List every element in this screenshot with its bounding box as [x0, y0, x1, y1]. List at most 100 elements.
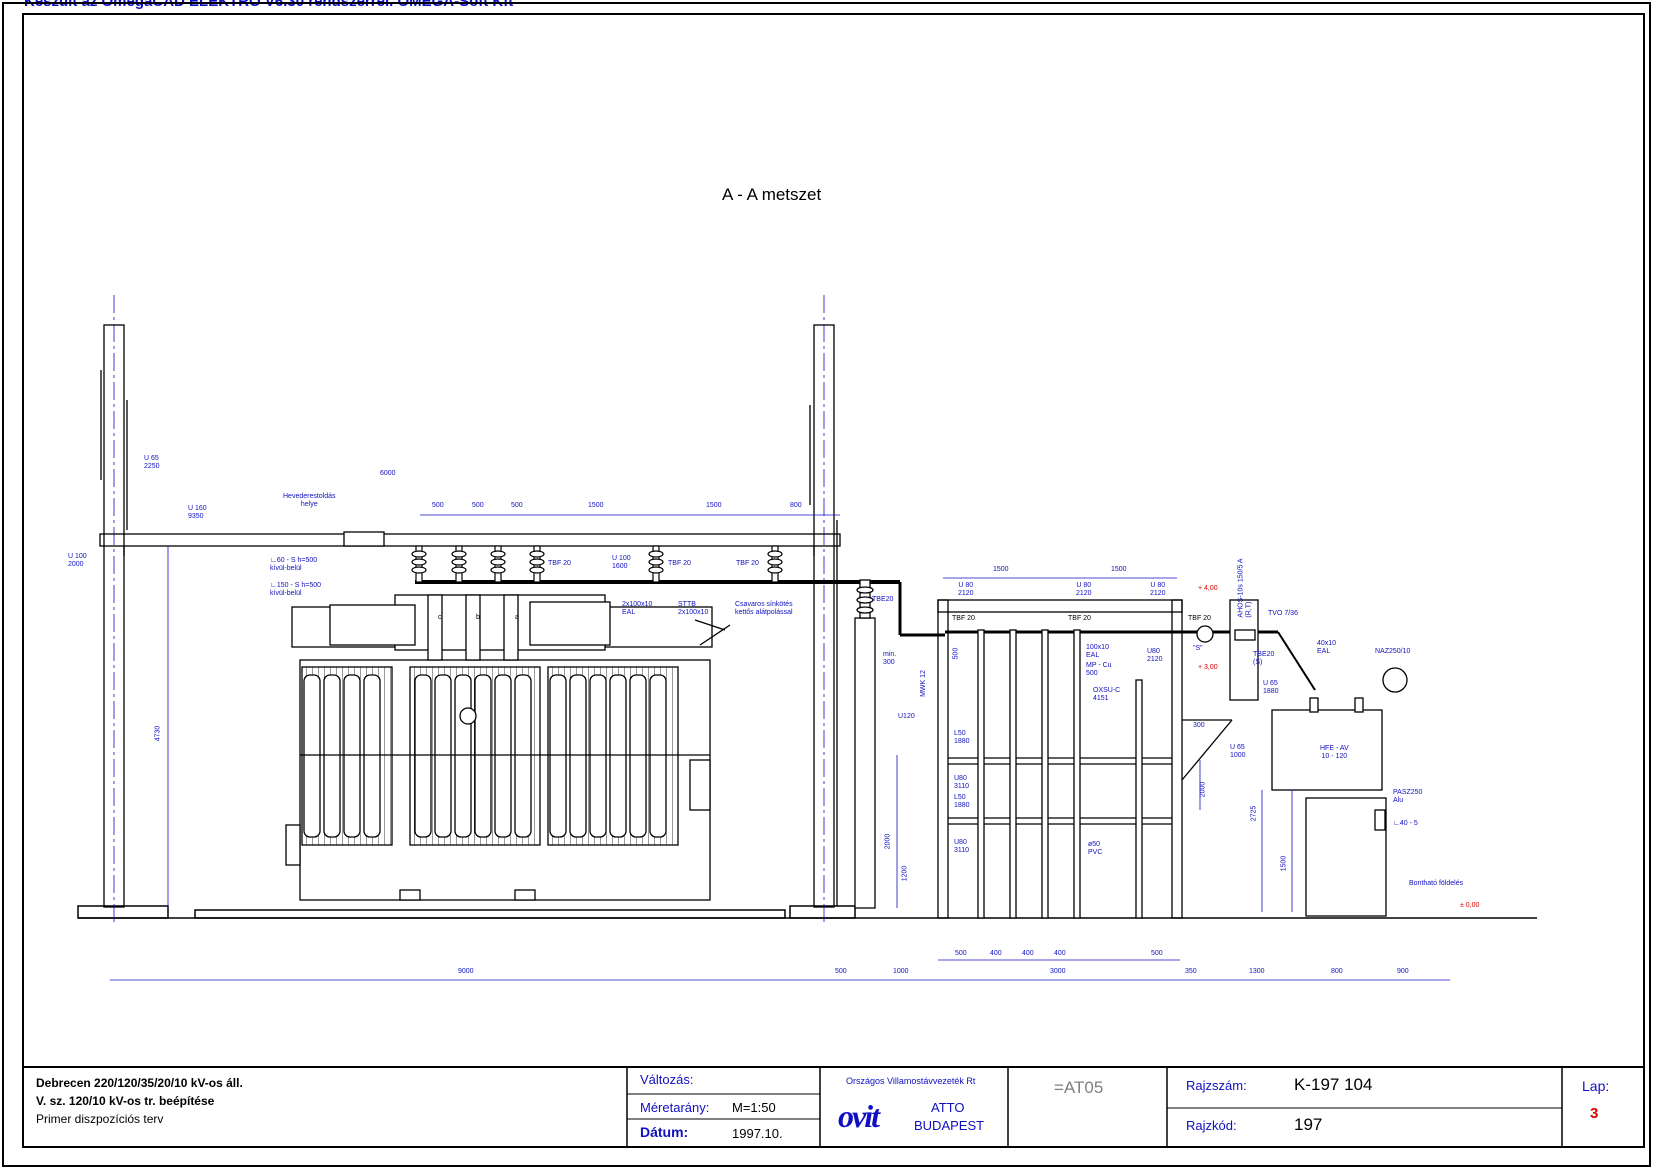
level-plus300: + 3,00 [1198, 664, 1218, 671]
main-transformer [285, 594, 731, 901]
right-top-dim-1: 1500 [993, 566, 1009, 573]
bottom-dim-3000: 3000 [1050, 968, 1066, 975]
project-line-2: V. sz. 120/10 kV-os tr. beépítése [36, 1094, 215, 1108]
project-line-1: Debrecen 220/120/35/20/10 kV-os áll. [36, 1076, 243, 1090]
ovit-logo: ovit [838, 1098, 880, 1134]
ground-lines [77, 905, 1537, 919]
bottom-dim-800: 800 [1331, 968, 1343, 975]
dim-4730: 4730 [154, 725, 162, 742]
bottom-dim-1300: 1300 [1249, 968, 1265, 975]
top-dim-2: 500 [472, 502, 484, 509]
dim-300: 300 [1193, 722, 1205, 729]
top-dim-1: 500 [432, 502, 444, 509]
label-ahos: AHOS-10s 150/5 A(R,T) [1237, 558, 1253, 618]
bottom-dim-900: 900 [1397, 968, 1409, 975]
meretarany-label: Méretarány: [640, 1100, 710, 1115]
bottom-dim-500: 500 [835, 968, 847, 975]
bottom-dim-9000: 9000 [458, 968, 474, 975]
dim-2000-left: 2000 [884, 833, 892, 850]
right-top-dim-2: 1500 [1111, 566, 1127, 573]
auxiliary-transformer [1271, 667, 1408, 917]
inner-frame [22, 13, 1645, 1148]
label-tbf20-6: TBF 20 [1188, 615, 1211, 622]
phase-a: a [515, 614, 519, 621]
bottom-dim-a4: 400 [1054, 950, 1066, 957]
bottom-dim-b: 500 [1151, 950, 1163, 957]
suspension-insulators [411, 545, 783, 583]
section-title: A - A metszet [722, 185, 822, 204]
datum-label: Dátum: [640, 1124, 689, 1140]
top-dim-6: 800 [790, 502, 802, 509]
dim-2725: 2725 [1250, 805, 1258, 822]
label-tbf20-3: TBF 20 [736, 560, 759, 567]
meretarany-value: M=1:50 [732, 1100, 776, 1115]
label-tbe20s: TBE20(S) [1253, 651, 1275, 666]
company-line: Országos Villamostávvezeték Rt [846, 1076, 976, 1086]
bottom-dim-350: 350 [1185, 968, 1197, 975]
portal-crossbeam [99, 531, 841, 556]
label-tbf20-4: TBF 20 [952, 615, 975, 622]
label-min300: min.300 [883, 651, 897, 666]
top-dim-4: 1500 [588, 502, 604, 509]
project-line-3: Primer diszpozíciós terv [36, 1112, 164, 1126]
bottom-dim-1000: 1000 [893, 968, 909, 975]
datum-value: 1997.10. [732, 1126, 783, 1141]
phase-c: c [438, 614, 442, 621]
lap-label: Lap: [1582, 1078, 1610, 1094]
dim-1500: 1500 [1280, 855, 1288, 872]
arrester-column [854, 579, 876, 909]
switchgear-frame [937, 599, 1259, 919]
label-l40: ∟40 - 5 [1393, 820, 1418, 827]
bottom-dim-a1: 500 [955, 950, 967, 957]
label-s: "S" [1193, 645, 1203, 652]
label-tbf20-5: TBF 20 [1068, 615, 1091, 622]
rajzkod-value: 197 [1294, 1115, 1323, 1134]
left-portal-column [100, 295, 128, 925]
level-plus400: + 4,00 [1198, 585, 1218, 592]
dim-2000-right: 2000 [1199, 781, 1207, 798]
lap-value: 3 [1590, 1105, 1599, 1122]
label-naz: NAZ250/10 [1375, 648, 1411, 655]
rajzkod-label: Rajzkód: [1186, 1118, 1237, 1133]
drawing-code: =AT05 [1054, 1078, 1104, 1097]
level-plus000: ± 0,00 [1460, 902, 1480, 909]
dimension-lines [110, 514, 1450, 981]
label-mwk12: MWK 12 [919, 670, 927, 697]
label-tbe20: TBE20 [872, 596, 894, 603]
budapest-text: BUDAPEST [914, 1118, 985, 1133]
phase-b: b [476, 614, 480, 621]
rajzszam-value: K-197 104 [1294, 1075, 1373, 1094]
label-bonthato: Bontható földelés [1409, 880, 1464, 887]
label-tbf20-2: TBF 20 [668, 560, 691, 567]
label-u120: U120 [898, 713, 915, 720]
dim-1200: 1200 [901, 865, 909, 882]
bottom-dim-a2: 400 [990, 950, 1002, 957]
atto-text: ATTO [931, 1100, 965, 1115]
dim-500-vert: 500 [952, 647, 960, 660]
software-banner: Készült az OmegaCAD ELEKTRO V6.30 rendsz… [24, 0, 514, 10]
